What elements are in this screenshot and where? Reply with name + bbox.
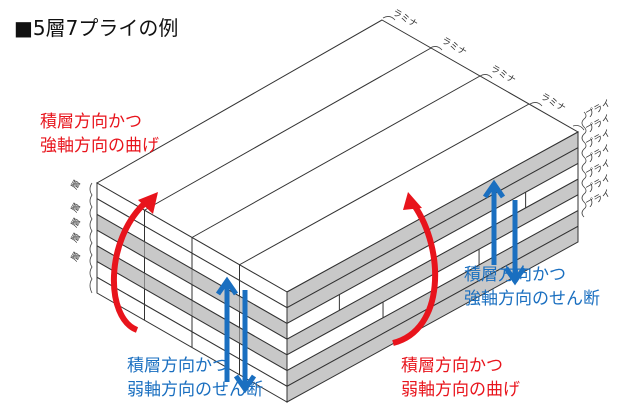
page-title: ■5層7プライの例 [14,16,179,40]
red-curved-arrow-weak-bending [392,203,439,346]
layer-label: 層 [69,231,83,244]
force-arrows [110,179,527,394]
red-arrowhead [403,192,422,210]
panel-block [95,19,580,403]
ply-brace [581,111,587,218]
layer-label: 層 [69,201,83,214]
layer-brace [89,182,93,294]
label-line: 弱軸方向のせん断 [127,380,263,400]
layer-label: 層 [69,178,83,191]
blue-double-arrow-strong-shear [482,179,527,286]
label-strong-axis-shear: 積層方向かつ 強軸方向のせん断 [464,263,600,311]
lamina-joint-line [144,47,432,211]
layer-label: 層 [69,216,83,229]
label-strong-axis-bending: 積層方向かつ 強軸方向の曲げ [40,110,159,158]
lamina-label: ラミナ [440,35,469,58]
lamina-joint-line [239,103,530,266]
label-weak-axis-bending: 積層方向かつ 弱軸方向の曲げ [401,354,520,402]
label-line: 積層方向かつ [401,356,503,376]
lamina-label: ラミナ [539,91,568,114]
lamina-label: ラミナ [391,7,420,30]
layer-label: 層 [69,250,83,263]
label-line: 積層方向かつ [127,356,229,376]
label-line: 強軸方向のせん断 [464,289,600,309]
label-line: 積層方向かつ [40,112,142,132]
red-curved-arrow-strong-bending [110,200,148,333]
blue-double-arrow-weak-shear [215,276,257,394]
lamina-label: ラミナ [489,63,518,86]
red-arrowhead [138,192,158,214]
label-line: 強軸方向の曲げ [40,136,159,156]
lamina-joint-line [191,75,481,238]
label-line: 弱軸方向の曲げ [401,380,520,400]
label-line: 積層方向かつ [464,265,566,285]
label-weak-axis-shear: 積層方向かつ 弱軸方向のせん断 [127,354,263,402]
